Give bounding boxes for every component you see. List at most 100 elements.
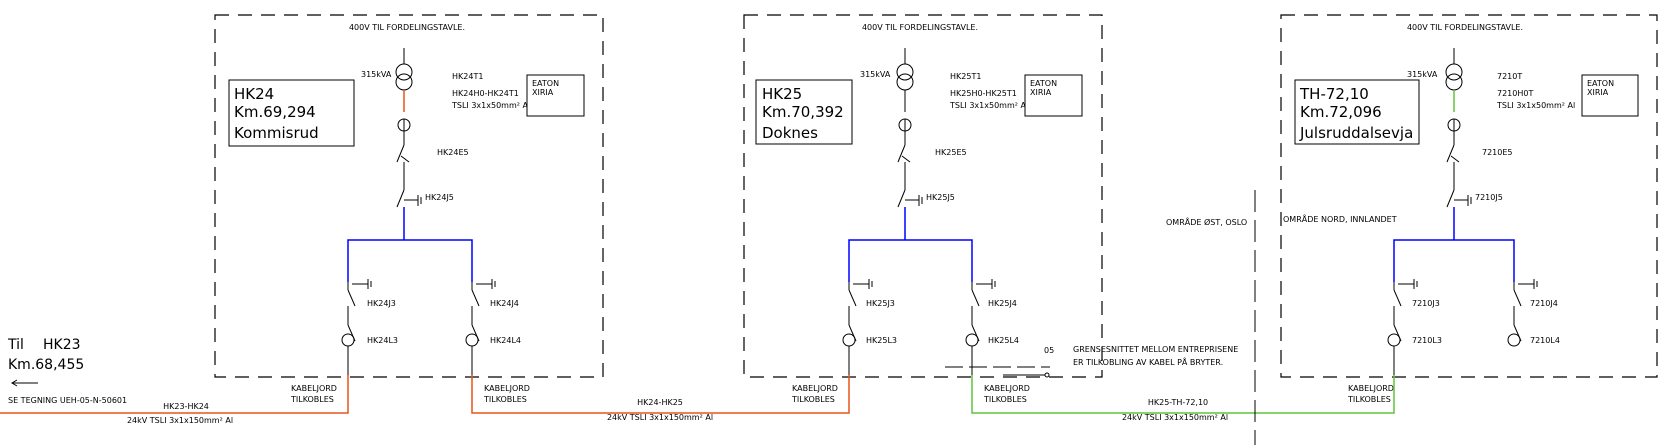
cable-spec: TSLI 3x1x50mm² Al xyxy=(1496,101,1575,110)
busbar xyxy=(1393,239,1515,282)
transformer-id: HK25T1 xyxy=(950,72,981,81)
region-north: OMRÅDE NORD, INNLANDET xyxy=(1283,213,1397,224)
lv-header: 400V TIL FORDELINGSTAVLE. xyxy=(862,23,978,32)
cable-id: HK25H0-HK25T1 xyxy=(950,89,1017,98)
feeder-j-label-1: HK25J3 xyxy=(866,299,895,308)
brand-line-1: EATON xyxy=(1587,79,1614,88)
busbar xyxy=(848,239,973,282)
station-hk24: 400V TIL FORDELINGSTAVLE. HK24 Km.69,294… xyxy=(228,23,585,404)
left-ref-til: Til xyxy=(7,337,24,353)
brand-line-1: EATON xyxy=(1030,79,1057,88)
brand-line-2: XIRIA xyxy=(1030,88,1052,97)
station-name: TH-72,10 xyxy=(1299,85,1369,103)
station-place: Doknes xyxy=(762,124,818,142)
station-title-box xyxy=(1294,79,1420,145)
station-km: Km.69,294 xyxy=(234,103,316,121)
kva-label: 315kVA xyxy=(361,70,392,79)
brand-line-2: XIRIA xyxy=(532,88,554,97)
feeder-j-switch-icon xyxy=(971,289,980,307)
cable-id: HK24H0-HK24T1 xyxy=(452,89,519,98)
station-title-box xyxy=(755,79,853,145)
station-title-box xyxy=(228,79,355,147)
breaker-brand-box xyxy=(1024,74,1083,117)
interface-label: 05 xyxy=(1044,346,1054,355)
interface-note-line-1: GRENSESNITTET MELLOM ENTREPRISENE xyxy=(1073,345,1238,354)
feeder-l-label-1: 7210L3 xyxy=(1412,336,1442,345)
feeder-j-label-2: HK24J4 xyxy=(490,299,519,308)
lv-header: 400V TIL FORDELINGSTAVLE. xyxy=(349,23,465,32)
cable-name-1: HK23-HK24 xyxy=(163,402,209,411)
feeder-l-label-1: HK25L3 xyxy=(866,336,897,345)
transformer-icon xyxy=(1445,48,1463,91)
feeder-l-label-2: HK24L4 xyxy=(490,336,521,345)
cable-note-1: KABELJORD xyxy=(291,384,337,393)
cable-hk25-th7210 xyxy=(971,375,1395,414)
feeder-j-switch-icon xyxy=(1513,289,1522,307)
left-ref-km: Km.68,455 xyxy=(8,357,84,373)
kva-label: 315kVA xyxy=(860,70,891,79)
left-reference: Til HK23 Km.68,455 SE TEGNING UEH-05-N-5… xyxy=(7,337,127,405)
busbar xyxy=(347,239,473,282)
brand-line-2: XIRIA xyxy=(1587,88,1609,97)
station-place: Kommisrud xyxy=(234,124,319,142)
interface-note-line-2: ER TILKOBLING AV KABEL PÅ BRYTER. xyxy=(1073,356,1223,367)
station-place: Julsruddalsevja xyxy=(1299,124,1413,142)
cable-note-2: TILKOBLES xyxy=(290,395,334,404)
e-switch-icon xyxy=(396,144,405,163)
cable-name-3: HK25-TH-72,10 xyxy=(1148,398,1208,407)
e-switch-icon xyxy=(897,144,906,163)
station-name: HK25 xyxy=(762,85,802,103)
cable-hk23-hk24 xyxy=(0,375,349,414)
feeder-j-label-1: HK24J3 xyxy=(367,299,396,308)
j-switch-icon xyxy=(897,189,906,208)
left-ref-station: HK23 xyxy=(43,337,81,353)
j-switch-icon xyxy=(1446,189,1455,208)
transformer-id: HK24T1 xyxy=(452,72,483,81)
cable-name-2: HK24-HK25 xyxy=(637,398,683,407)
e-switch-label: HK25E5 xyxy=(935,148,967,157)
feeder-j-label-2: 7210J4 xyxy=(1530,299,1558,308)
feeder-j-switch-icon xyxy=(1393,289,1402,307)
feeder-j-switch-icon xyxy=(347,289,356,307)
feeder-j-switch-icon xyxy=(848,289,857,307)
lv-header: 400V TIL FORDELINGSTAVLE. xyxy=(1407,23,1523,32)
cable-spec: TSLI 3x1x50mm² Al xyxy=(451,101,530,110)
feeder-j-label-2: HK25J4 xyxy=(988,299,1017,308)
drawing-reference: SE TEGNING UEH-05-N-50601 xyxy=(8,396,127,405)
station-hk25: 400V TIL FORDELINGSTAVLE. HK25 Km.70,392… xyxy=(755,23,1083,404)
interface-dot-icon xyxy=(1044,372,1050,378)
j-switch-label: HK25J5 xyxy=(926,193,955,202)
breaker-brand-box xyxy=(526,74,585,117)
e-switch-label: 7210E5 xyxy=(1482,148,1513,157)
cable-note-4: TILKOBLES xyxy=(483,395,527,404)
breaker-brand-box xyxy=(1581,74,1639,117)
arrow-head-icon xyxy=(11,379,18,387)
cable-hk24-hk25 xyxy=(471,375,850,414)
station-frame-hk25 xyxy=(743,14,1103,378)
feeder-l-label-1: HK24L3 xyxy=(367,336,398,345)
cable-spec: TSLI 3x1x50mm² Al xyxy=(949,101,1028,110)
transformer-id: 7210T xyxy=(1497,72,1522,81)
cable-note-4: TILKOBLES xyxy=(983,395,1027,404)
transformer-icon xyxy=(896,48,914,91)
j-switch-label: HK24J5 xyxy=(425,193,454,202)
station-km: Km.70,392 xyxy=(762,103,844,121)
e-switch-label: HK24E5 xyxy=(437,148,469,157)
cable-note-3: KABELJORD xyxy=(484,384,530,393)
transformer-icon xyxy=(395,48,413,91)
cable-note-2: TILKOBLES xyxy=(791,395,835,404)
cable-note-2: TILKOBLES xyxy=(1347,395,1391,404)
cable-note-3: KABELJORD xyxy=(984,384,1030,393)
kva-label: 315kVA xyxy=(1407,70,1438,79)
cable-id: 7210H0T xyxy=(1497,89,1533,98)
station-km: Km.72,096 xyxy=(1300,103,1382,121)
feeder-j-label-1: 7210J3 xyxy=(1412,299,1440,308)
feeder-ct-icon xyxy=(1507,333,1521,347)
j-switch-label: 7210J5 xyxy=(1475,193,1503,202)
cable-note-1: KABELJORD xyxy=(1348,384,1394,393)
feeder-l-label-2: 7210L4 xyxy=(1530,336,1560,345)
feeder-l-label-2: HK25L4 xyxy=(988,336,1019,345)
brand-line-1: EATON xyxy=(532,79,559,88)
cable-note-1: KABELJORD xyxy=(792,384,838,393)
